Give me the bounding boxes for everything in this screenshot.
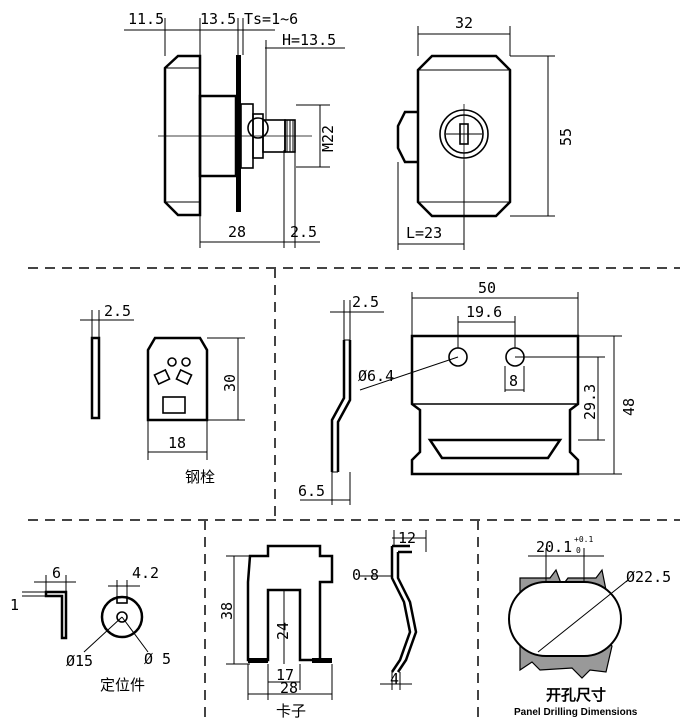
dim-plate-19-6: 19.6 <box>466 303 502 321</box>
panel-drilling <box>508 548 629 679</box>
steel-pin <box>80 310 245 460</box>
dim-loc-d5: Ø 5 <box>144 650 171 668</box>
strike-plate <box>300 292 622 505</box>
dim-clip-28: 28 <box>280 679 298 697</box>
dim-m22: M22 <box>319 125 337 152</box>
drill-caption-en: Panel Drilling Dimensions <box>514 707 638 718</box>
dim-plate-d6-4: Ø6.4 <box>358 367 394 385</box>
dim-plate-48: 48 <box>620 398 638 416</box>
lock-side-view <box>124 18 345 248</box>
clip <box>226 530 427 700</box>
dim-28: 28 <box>228 223 246 241</box>
dim-pin-30: 30 <box>221 374 239 392</box>
dim-pin-18: 18 <box>168 434 186 452</box>
dim-loc-4-2: 4.2 <box>132 564 159 582</box>
dim-plate-8: 8 <box>509 372 518 390</box>
dim-plate-29-3: 29.3 <box>581 384 599 420</box>
section-dividers <box>28 267 680 720</box>
pin-caption: 钢栓 <box>185 468 215 486</box>
dim-55: 55 <box>557 128 575 146</box>
dim-plate-6-5: 6.5 <box>298 482 325 500</box>
drill-caption-cn: 开孔尺寸 <box>546 686 606 704</box>
clip-caption: 卡子 <box>276 702 306 720</box>
dim-11-5: 11.5 <box>128 10 164 28</box>
dim-ts: Ts=1~6 <box>244 10 298 28</box>
dim-clip-4: 4 <box>390 670 399 688</box>
dim-clip-24: 24 <box>274 622 292 640</box>
dim-plate-50: 50 <box>478 279 496 297</box>
dim-l23: L=23 <box>406 224 442 242</box>
dim-32: 32 <box>455 14 473 32</box>
dim-clip-0-8: 0.8 <box>352 566 379 584</box>
dim-13-5: 13.5 <box>200 10 236 28</box>
dim-clip-12: 12 <box>398 529 416 547</box>
locator <box>22 575 149 653</box>
dim-clip-17: 17 <box>276 666 294 684</box>
dim-drill-tol-up: +0.1 <box>574 535 593 544</box>
dim-pin-2-5: 2.5 <box>104 302 131 320</box>
dim-loc-1: 1 <box>10 596 19 614</box>
dim-plate-2-5: 2.5 <box>352 293 379 311</box>
dim-drill-d22-5: Ø22.5 <box>626 568 671 586</box>
dim-clip-38: 38 <box>218 602 236 620</box>
locator-caption: 定位件 <box>100 676 145 694</box>
dim-drill-tol-low: 0 <box>576 546 581 555</box>
dim-h: H=13.5 <box>282 31 336 49</box>
dim-loc-6: 6 <box>52 564 61 582</box>
dim-loc-d15: Ø15 <box>66 652 93 670</box>
dim-drill-20-1: 20.1 <box>536 538 572 556</box>
lock-front-view <box>396 26 555 250</box>
dim-2-5: 2.5 <box>290 223 317 241</box>
